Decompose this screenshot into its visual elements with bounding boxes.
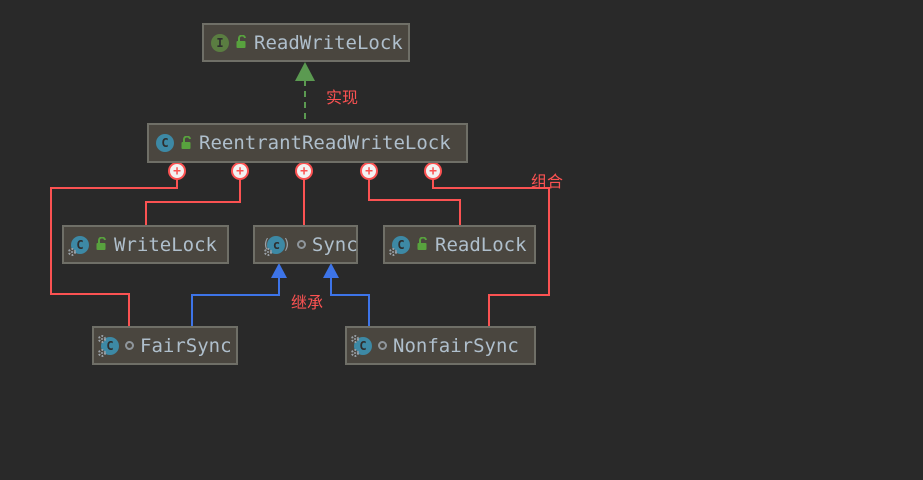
composition-edge-segment — [368, 199, 461, 201]
package-private-visibility-icon — [125, 341, 134, 350]
final-modifier-icon — [350, 334, 360, 344]
node-label: ReadWriteLock — [254, 31, 403, 54]
composition-edge-segment — [303, 179, 305, 225]
static-modifier-icon — [388, 247, 398, 257]
final-class-icon: C — [351, 334, 372, 357]
implements-edge-label: 实现 — [326, 88, 359, 107]
public-visibility-icon — [180, 134, 193, 151]
composition-port-icon[interactable]: + — [168, 162, 186, 180]
plus-icon: + — [365, 163, 373, 179]
composition-edge-segment — [548, 187, 550, 296]
inheritance-arrowhead-icon — [271, 263, 287, 278]
node-label: ReadLock — [435, 233, 527, 256]
plus-icon: + — [300, 163, 308, 179]
composition-edge-segment — [176, 179, 178, 189]
plus-icon: + — [236, 163, 244, 179]
node-label: WriteLock — [114, 233, 217, 256]
composition-edge-segment — [368, 179, 370, 201]
package-private-visibility-icon — [378, 341, 387, 350]
composition-edge-segment — [488, 294, 490, 326]
node-label: Sync — [311, 233, 358, 256]
inheritance-arrowhead-icon — [323, 263, 339, 278]
class-icon: C — [68, 235, 89, 256]
class-node-writelock[interactable]: C WriteLock — [62, 225, 229, 264]
composition-port-icon[interactable]: + — [231, 162, 249, 180]
composition-edge-segment — [145, 201, 147, 225]
composition-port-icon[interactable]: + — [424, 162, 442, 180]
composition-edge-segment — [239, 179, 241, 203]
composition-edge-segment — [145, 201, 241, 203]
class-node-readlock[interactable]: C ReadLock — [383, 225, 536, 264]
class-icon: C — [156, 134, 174, 152]
class-node-fairsync[interactable]: C FairSync — [92, 326, 238, 365]
interface-icon: I — [211, 33, 229, 52]
composition-edge-segment — [128, 293, 130, 326]
implements-arrowhead-icon — [295, 62, 315, 81]
composition-edge-segment — [432, 179, 434, 189]
composition-port-icon[interactable]: + — [295, 162, 313, 180]
class-node-sync[interactable]: ( c ) Sync — [253, 225, 358, 264]
inheritance-edge-segment — [191, 294, 280, 296]
composition-edge-segment — [50, 187, 178, 189]
inheritance-edge-segment — [330, 294, 370, 296]
class-node-nonfairsync[interactable]: C NonfairSync — [345, 326, 536, 365]
composition-edge-label: 组合 — [531, 172, 564, 191]
class-icon: C — [389, 235, 410, 256]
implements-edge-segment — [304, 80, 306, 123]
static-modifier-icon — [263, 247, 273, 257]
composition-edge-segment — [50, 187, 52, 295]
inheritance-edge-segment — [368, 294, 370, 326]
plus-icon: + — [173, 163, 181, 179]
static-modifier-icon — [97, 348, 107, 358]
abstract-class-icon: ( c ) — [262, 235, 291, 257]
static-modifier-icon — [350, 348, 360, 358]
inheritance-edge-segment — [330, 277, 332, 296]
public-visibility-icon — [235, 34, 248, 50]
composition-edge-segment — [488, 294, 550, 296]
class-node-reentrantreadwritelock[interactable]: C ReentrantReadWriteLock — [147, 123, 468, 163]
plus-icon: + — [429, 163, 437, 179]
final-class-icon: C — [98, 334, 119, 357]
composition-edge-segment — [50, 293, 130, 295]
static-modifier-icon — [67, 247, 77, 257]
final-modifier-icon — [97, 334, 107, 344]
composition-port-icon[interactable]: + — [360, 162, 378, 180]
inheritance-edge-label: 继承 — [291, 293, 324, 312]
composition-edge-segment — [432, 187, 550, 189]
package-private-visibility-icon — [296, 240, 306, 249]
class-node-readwritelock[interactable]: I ReadWriteLock — [202, 23, 410, 62]
node-label: FairSync — [140, 334, 232, 357]
public-visibility-icon — [95, 236, 108, 252]
node-label: NonfairSync — [393, 334, 519, 357]
public-visibility-icon — [416, 236, 429, 252]
composition-edge-segment — [459, 199, 461, 225]
inheritance-edge-segment — [191, 294, 193, 326]
inheritance-edge-segment — [278, 277, 280, 296]
node-label: ReentrantReadWriteLock — [199, 132, 451, 154]
